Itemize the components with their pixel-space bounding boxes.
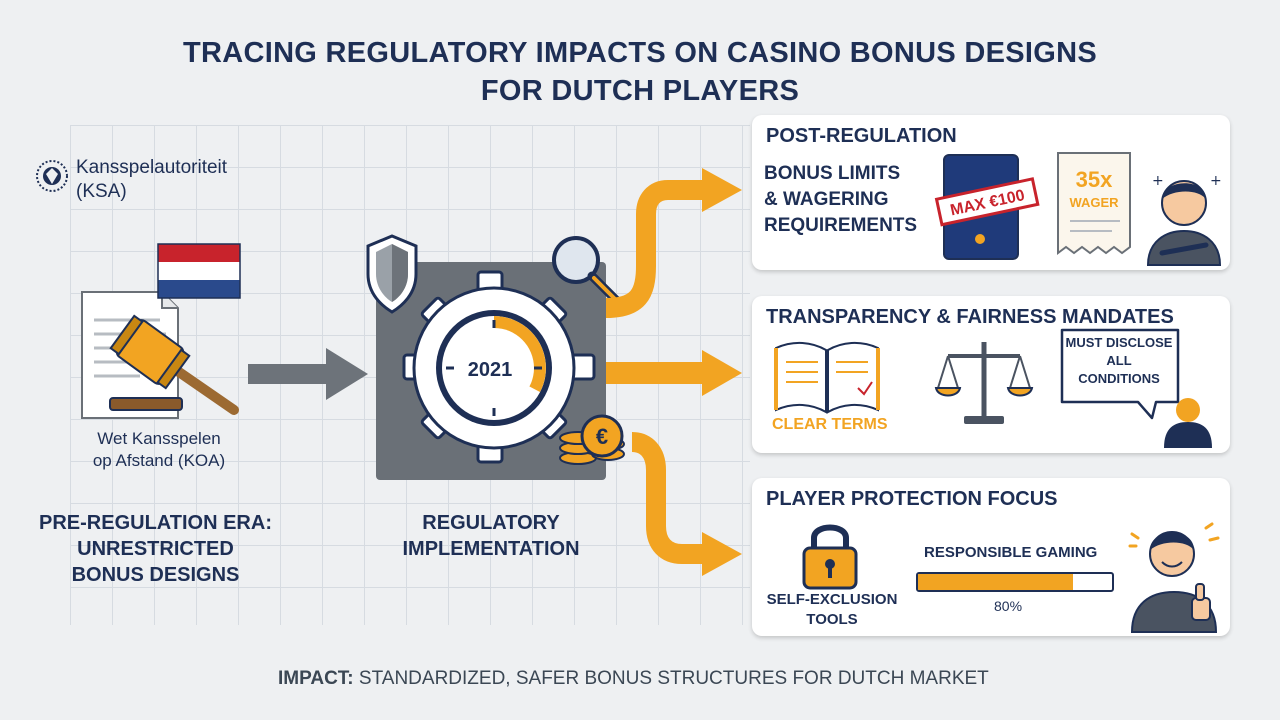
page-title: TRACING REGULATORY IMPACTS ON CASINO BON… bbox=[0, 34, 1280, 110]
arrow-middle-icon bbox=[606, 350, 742, 396]
bonus-limits-text: BONUS LIMITS & WAGERING REQUIREMENTS bbox=[764, 161, 917, 239]
impact-footer-text: STANDARDIZED, SAFER BONUS STRUCTURES FOR… bbox=[353, 668, 989, 689]
self-exclusion-line-2: TOOLS bbox=[806, 611, 858, 628]
bonus-line-1: BONUS LIMITS bbox=[764, 163, 901, 184]
disclosure-speech-text: MUST DISCLOSE ALL CONDITIONS bbox=[1064, 334, 1174, 388]
open-book-icon bbox=[774, 342, 880, 414]
netherlands-flag-icon bbox=[157, 243, 241, 299]
player-protection-panel: PLAYER PROTECTION FOCUS SELF-EXCLUSION T… bbox=[752, 478, 1230, 636]
svg-text:€: € bbox=[596, 424, 608, 449]
self-exclusion-line-1: SELF-EXCLUSION bbox=[766, 591, 898, 608]
law-label: Wet Kansspelen op Afstand (KOA) bbox=[64, 428, 254, 472]
year-text-svg: 2021 bbox=[468, 359, 513, 381]
player-protection-title: PLAYER PROTECTION FOCUS bbox=[766, 488, 1058, 510]
svg-text:+: + bbox=[1210, 173, 1222, 189]
shield-icon bbox=[366, 234, 418, 314]
center-illustration: € bbox=[366, 234, 627, 465]
law-label-line-2: op Afstand (KOA) bbox=[92, 451, 226, 470]
title-line-1: TRACING REGULATORY IMPACTS ON CASINO BON… bbox=[182, 37, 1098, 69]
impact-footer-bold: IMPACT: bbox=[278, 668, 354, 689]
pre-regulation-line-3: BONUS DESIGNS bbox=[71, 564, 240, 586]
arrow-down-icon bbox=[631, 432, 742, 576]
gear-icon bbox=[402, 270, 596, 464]
padlock-icon bbox=[802, 524, 858, 590]
wager-label: WAGER bbox=[1069, 195, 1119, 210]
regulatory-implementation-label: REGULATORY IMPLEMENTATION bbox=[376, 510, 606, 562]
title-line-2: FOR DUTCH PLAYERS bbox=[480, 75, 800, 107]
person-icon: + + bbox=[1146, 173, 1222, 266]
coins-icon: € bbox=[559, 414, 625, 465]
law-label-line-1: Wet Kansspelen bbox=[97, 429, 221, 448]
responsible-gaming-progress-fill bbox=[918, 574, 1074, 590]
speech-bubble-icon bbox=[1060, 328, 1212, 448]
ksa-name: Kansspelautoriteit bbox=[76, 157, 228, 178]
orange-arrows bbox=[605, 168, 742, 576]
regulatory-label-line-1: REGULATORY bbox=[422, 512, 560, 534]
regulatory-label-line-2: IMPLEMENTATION bbox=[402, 538, 580, 560]
svg-text:+: + bbox=[1152, 173, 1164, 189]
ksa-block: Kansspelautoriteit (KSA) bbox=[34, 156, 227, 204]
pre-regulation-label: PRE-REGULATION ERA: UNRESTRICTED BONUS D… bbox=[28, 510, 283, 588]
wager-multiplier: 35x bbox=[1076, 167, 1113, 192]
responsible-gaming-percent: 80% bbox=[994, 598, 1023, 614]
ksa-emblem-icon bbox=[36, 160, 68, 192]
bonus-line-2: & WAGERING bbox=[764, 189, 889, 210]
speech-line-2: ALL CONDITIONS bbox=[1078, 353, 1160, 386]
ksa-abbr: (KSA) bbox=[76, 181, 127, 202]
responsible-gaming-label: RESPONSIBLE GAMING bbox=[924, 544, 1098, 561]
responsible-gaming-progress-bar bbox=[916, 572, 1114, 592]
transparency-title: TRANSPARENCY & FAIRNESS MANDATES bbox=[766, 306, 1174, 328]
post-regulation-panel: POST-REGULATION BONUS LIMITS & WAGERING … bbox=[752, 115, 1230, 270]
law-document-illustration bbox=[81, 243, 241, 419]
speech-line-1: MUST DISCLOSE bbox=[1065, 335, 1173, 350]
clear-terms-label: CLEAR TERMS bbox=[772, 416, 888, 433]
pre-regulation-line-2: UNRESTRICTED bbox=[77, 538, 234, 560]
bonus-line-3: REQUIREMENTS bbox=[764, 215, 918, 236]
post-regulation-title: POST-REGULATION bbox=[766, 125, 957, 147]
pre-regulation-line-1: PRE-REGULATION ERA: bbox=[39, 512, 272, 534]
transparency-panel: TRANSPARENCY & FAIRNESS MANDATES CLEAR T… bbox=[752, 296, 1230, 453]
gavel-icon bbox=[109, 314, 239, 415]
scales-icon bbox=[934, 342, 1034, 424]
post-regulation-illustrations: MAX €100 35x WAGER + + bbox=[934, 152, 1222, 266]
gray-arrow-icon bbox=[248, 348, 368, 400]
impact-footer: IMPACT: STANDARDIZED, SAFER BONUS STRUCT… bbox=[278, 668, 989, 690]
thumbs-up-person-icon bbox=[1128, 522, 1220, 633]
self-exclusion-label: SELF-EXCLUSION TOOLS bbox=[762, 590, 902, 630]
arrow-up-icon bbox=[605, 168, 742, 318]
year-label: 2021 bbox=[468, 359, 513, 381]
wager-ticket-icon: 35x WAGER bbox=[1057, 152, 1131, 255]
